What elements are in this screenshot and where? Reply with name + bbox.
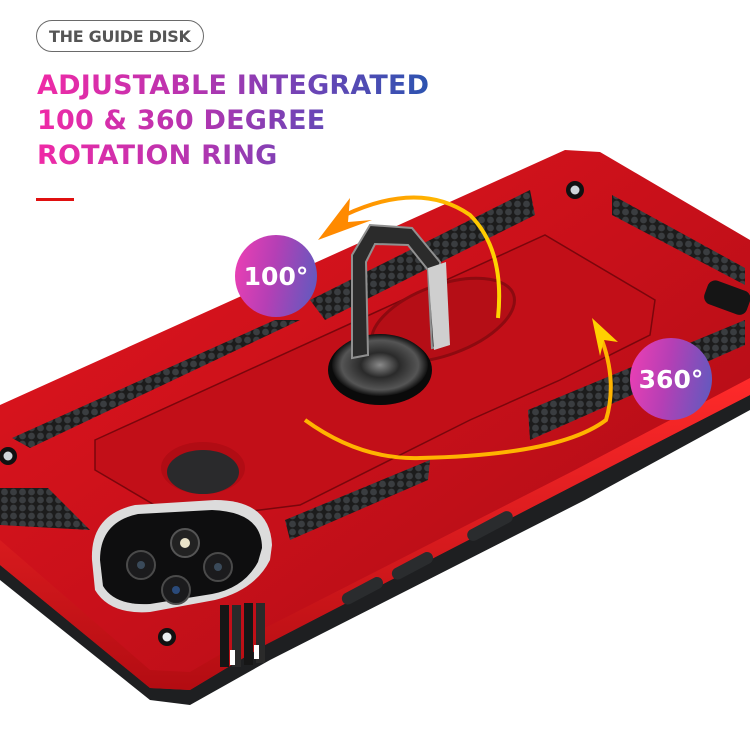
headline-line-3: ROTATION RING <box>37 138 429 173</box>
camera-module <box>91 500 273 613</box>
rotation-100-badge: 100° <box>235 235 317 317</box>
rotation-360-badge: 360° <box>630 338 712 420</box>
corner-screw-bottom <box>158 628 176 646</box>
corner-screw-left <box>0 447 17 465</box>
rotation-arrow-360 <box>303 318 618 461</box>
grip-strip-top-left <box>12 320 300 448</box>
headline-line-1: ADJUSTABLE INTEGRATED <box>37 70 430 101</box>
grip-strip-bottom-left <box>0 488 90 530</box>
corner-vents <box>220 603 265 667</box>
headline: ADJUSTABLE INTEGRATED 100 & 360 DEGREE R… <box>37 68 429 173</box>
guide-disk-badge: THE GUIDE DISK <box>36 20 204 52</box>
grip-strip-top-right <box>612 195 745 285</box>
grip-strip-bottom-mid <box>285 460 430 540</box>
rotation-arrow-100 <box>318 195 502 319</box>
accent-underline <box>36 198 74 201</box>
rotation-360-label: 360° <box>638 364 704 394</box>
rotation-100-label: 100° <box>243 261 309 291</box>
side-port <box>704 280 750 315</box>
ring-holder <box>328 223 516 405</box>
badge-label: THE GUIDE DISK <box>49 26 191 46</box>
corner-screw-top <box>566 181 584 199</box>
headline-line-2: 100 & 360 DEGREE <box>37 103 429 138</box>
side-buttons <box>341 511 513 605</box>
